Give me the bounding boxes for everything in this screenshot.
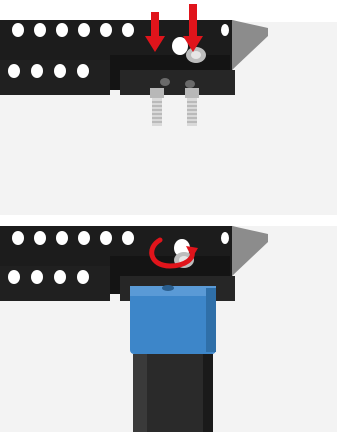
frame-holes-bottom-row <box>8 270 89 284</box>
down-arrow-icon <box>145 12 165 52</box>
frame-edge <box>232 20 268 70</box>
frame-holes-top-row <box>12 23 229 37</box>
clamp-block <box>130 285 216 354</box>
plate-hole <box>172 37 188 55</box>
rotate-arrow-icon <box>149 237 198 269</box>
bolt-right <box>185 88 199 126</box>
mount-plate-lower <box>120 70 235 95</box>
bolt-hole <box>160 78 170 86</box>
bolt-hole <box>185 80 195 88</box>
frame-holes-top-row <box>12 231 229 245</box>
frame-holes-bottom-row <box>8 64 89 78</box>
frame-edge <box>232 226 268 276</box>
step-1-drawing <box>0 0 337 215</box>
bolt-left <box>150 88 164 126</box>
step-2-panel <box>0 226 337 432</box>
step-1-panel <box>0 0 337 215</box>
down-arrow-icon <box>183 4 203 52</box>
step-2-drawing <box>0 226 337 432</box>
tube <box>133 354 213 432</box>
